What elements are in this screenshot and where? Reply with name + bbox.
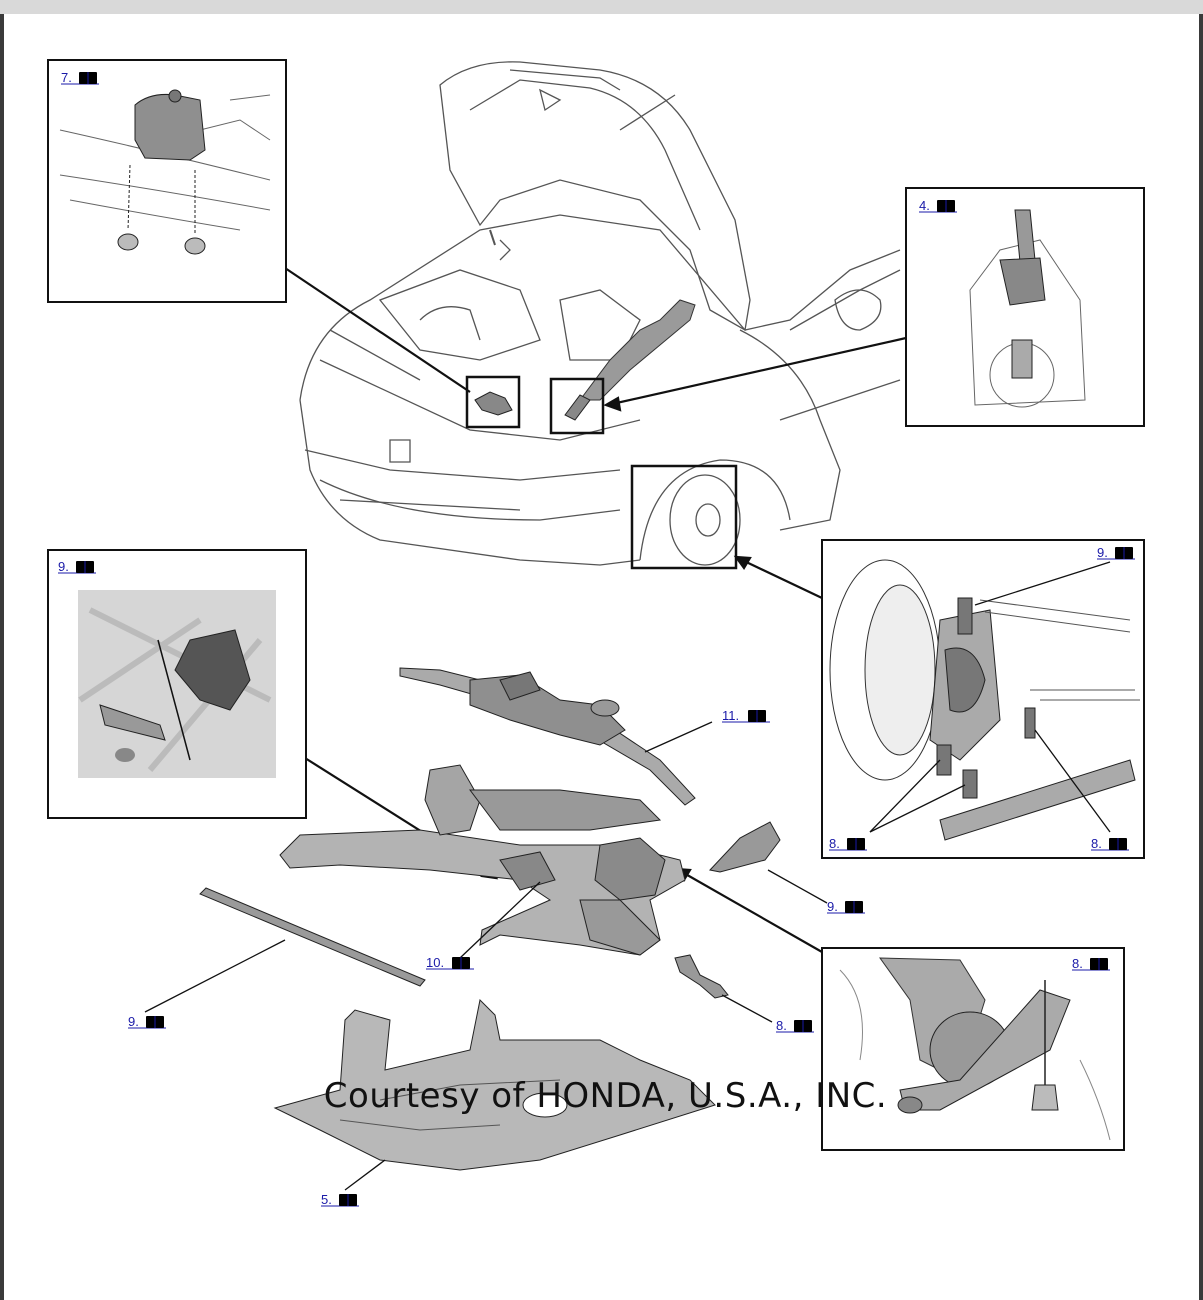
svg-text:9.: 9.: [827, 899, 838, 914]
highlight-mount: [465, 375, 521, 429]
inset-engine-mount: [47, 59, 287, 303]
callout-9-knuckle[interactable]: 9.: [1097, 545, 1135, 560]
callout-5[interactable]: 5.: [321, 1192, 359, 1207]
book-info-icon: [78, 71, 98, 85]
under-cover: [273, 998, 716, 1191]
callout-9-left[interactable]: 9.: [58, 559, 96, 574]
highlight-joint: [549, 377, 605, 435]
callout-8-inset-bottom[interactable]: 8.: [1072, 956, 1110, 971]
steering-rack: [399, 667, 713, 806]
steering-column: [579, 299, 696, 401]
callout-9-bar[interactable]: 9.: [128, 1014, 166, 1029]
callout-11[interactable]: 11.: [722, 708, 770, 723]
inset-knuckle: [821, 539, 1145, 859]
callout-9-mid[interactable]: 9.: [827, 899, 865, 914]
stabilizer-link: [674, 954, 773, 1023]
svg-text:8.: 8.: [1072, 956, 1083, 971]
svg-text:11.: 11.: [722, 708, 739, 723]
svg-text:8.: 8.: [776, 1018, 787, 1033]
subframe: [279, 764, 686, 959]
svg-text:4.: 4.: [919, 198, 930, 213]
diagram-frame: i: [0, 14, 1203, 1300]
bracket-right: [709, 821, 828, 904]
callout-7[interactable]: 7.: [61, 70, 99, 85]
inset-bracket-photo: [47, 549, 307, 819]
svg-text:7.: 7.: [61, 70, 72, 85]
svg-text:5.: 5.: [321, 1192, 332, 1207]
highlight-wheel: [630, 464, 738, 570]
svg-text:10.: 10.: [426, 955, 444, 970]
svg-text:9.: 9.: [128, 1014, 139, 1029]
svg-text:8.: 8.: [1091, 836, 1102, 851]
brace-bar: [144, 887, 426, 1013]
courtesy-credit: Courtesy of HONDA, U.S.A., INC.: [323, 1076, 888, 1116]
svg-text:9.: 9.: [1097, 545, 1108, 560]
inset-control-arm-bushing: [821, 947, 1125, 1151]
callout-8-knuckle-left[interactable]: 8.: [829, 836, 867, 851]
callout-8-knuckle-right[interactable]: 8.: [1091, 836, 1129, 851]
exploded-diagram: i: [47, 59, 1145, 1207]
svg-text:9.: 9.: [58, 559, 69, 574]
car-outline: [299, 61, 901, 566]
callout-10[interactable]: 10.: [426, 955, 474, 970]
inset-steering-joint: [905, 187, 1145, 427]
callout-4[interactable]: 4.: [919, 198, 957, 213]
svg-text:8.: 8.: [829, 836, 840, 851]
callout-8-mid[interactable]: 8.: [776, 1018, 814, 1033]
